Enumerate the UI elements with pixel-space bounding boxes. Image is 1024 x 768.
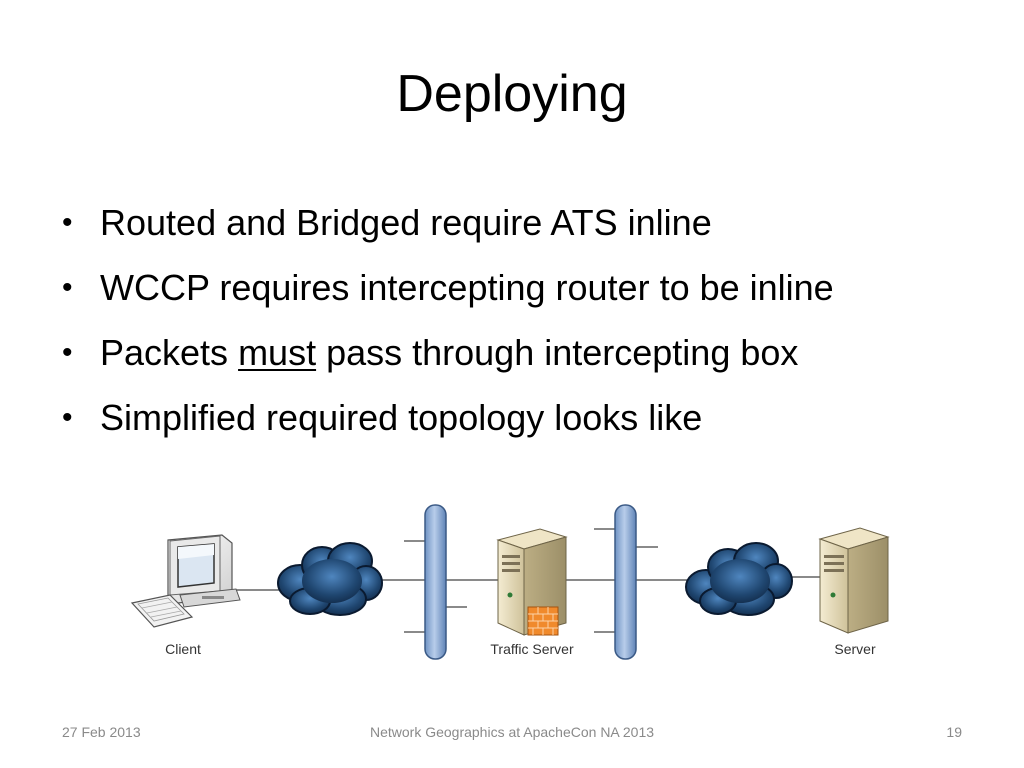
bullet-item: • Simplified required topology looks lik… <box>62 385 834 450</box>
footer-date: 27 Feb 2013 <box>62 724 141 740</box>
bullet-icon: • <box>62 271 73 304</box>
bullet-icon: • <box>62 336 73 369</box>
bullet-text: Routed and Bridged require ATS inline <box>100 202 712 243</box>
traffic-server-label: Traffic Server <box>490 641 574 657</box>
bullet-item: • Routed and Bridged require ATS inline <box>62 190 834 255</box>
network-bus-icon <box>614 504 637 660</box>
firewall-icon <box>527 606 559 636</box>
footer-title: Network Geographics at ApacheCon NA 2013 <box>369 724 655 740</box>
bullet-text-emphasis: must <box>238 332 317 373</box>
cloud-icon <box>685 542 793 616</box>
computer-icon <box>130 534 241 628</box>
client-label: Client <box>165 641 201 657</box>
link-lines <box>232 528 820 633</box>
bullet-icon: • <box>62 206 73 239</box>
server-label: Server <box>834 641 876 657</box>
slide-number: 19 <box>946 724 962 740</box>
bullet-text-pre: Packets <box>100 332 239 373</box>
cloud-icon <box>277 542 383 616</box>
topology-diagram: Client Traffic Server Server <box>130 504 890 660</box>
server-icon <box>818 527 890 634</box>
bullet-text-post: pass through intercepting box <box>316 332 799 373</box>
bullet-text: WCCP requires intercepting router to be … <box>100 267 834 308</box>
bullet-item: • WCCP requires intercepting router to b… <box>62 255 834 320</box>
bullet-list: • Routed and Bridged require ATS inline … <box>62 190 834 450</box>
bullet-item: • Packets must pass through intercepting… <box>62 320 834 385</box>
bullet-text: Simplified required topology looks like <box>100 397 703 438</box>
slide-title: Deploying <box>396 65 628 123</box>
bullet-icon: • <box>62 401 73 434</box>
network-bus-icon <box>424 504 447 660</box>
